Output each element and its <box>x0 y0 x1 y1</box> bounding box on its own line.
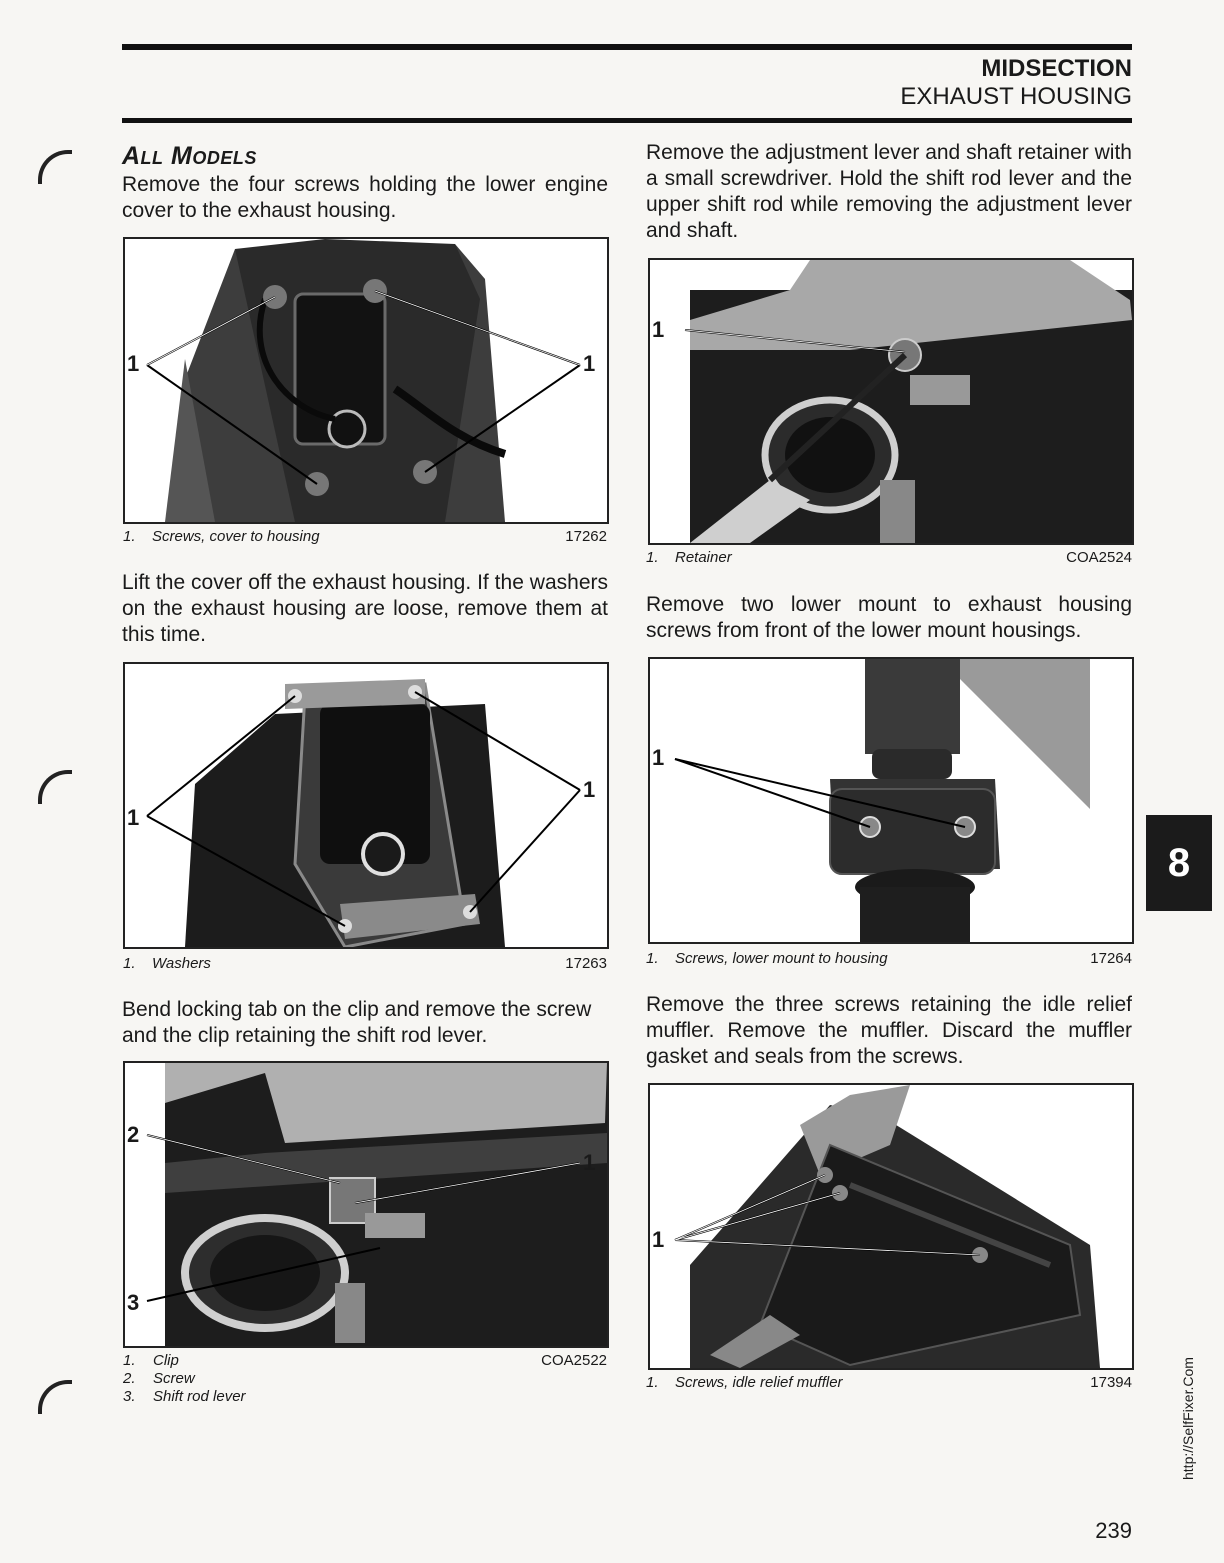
callout-label: 2 <box>127 1122 140 1147</box>
figure-illustration <box>125 239 607 522</box>
figure-caption: Screws, lower mount to housing <box>675 950 888 967</box>
figure-code: COA2524 <box>1066 549 1132 566</box>
figure-caption: Washers <box>152 955 211 972</box>
callout-label: 1 <box>583 1150 596 1175</box>
callout-label: 1 <box>652 745 665 770</box>
figure-clip-screw <box>123 1061 609 1348</box>
caption-item: 2.Screw <box>123 1370 195 1387</box>
figure-illustration <box>650 260 1132 543</box>
header-section: MIDSECTION <box>981 55 1132 82</box>
punch-hole-mark <box>38 150 72 184</box>
figure-lower-mount-screws <box>648 657 1134 944</box>
chapter-tab: 8 <box>1146 815 1212 911</box>
instruction-paragraph: Remove two lower mount to exhaust housin… <box>646 593 1132 642</box>
header-top-rule <box>122 44 1132 50</box>
section-title: All Models <box>122 142 257 170</box>
caption-number: 1. <box>646 1374 659 1391</box>
figure-washers <box>123 662 609 949</box>
callout-label: 1 <box>652 1227 665 1252</box>
figure-code: 17263 <box>565 955 607 972</box>
figure-illustration <box>650 659 1132 942</box>
figure-cover-screws <box>123 237 609 524</box>
figure-code: 17264 <box>1090 950 1132 967</box>
caption-item: 3.Shift rod lever <box>123 1388 246 1405</box>
caption-number: 1. <box>123 528 136 545</box>
caption-item: 1.Clip <box>123 1352 179 1369</box>
figure-code: COA2522 <box>541 1352 607 1369</box>
figure-illustration <box>650 1085 1132 1368</box>
callout-label: 1 <box>652 317 665 342</box>
figure-caption: Retainer <box>675 549 732 566</box>
header-subsection: EXHAUST HOUSING <box>900 83 1132 110</box>
callout-label: 1 <box>127 805 140 830</box>
callout-label: 3 <box>127 1290 140 1315</box>
header-bottom-rule <box>122 118 1132 123</box>
figure-code: 17394 <box>1090 1374 1132 1391</box>
side-url: http://SelfFixer.Com <box>1180 1357 1196 1480</box>
figure-illustration <box>125 664 607 947</box>
callout-label: 1 <box>583 351 596 376</box>
figure-idle-relief-muffler <box>648 1083 1134 1370</box>
punch-hole-mark <box>38 770 72 804</box>
caption-number: 1. <box>646 549 659 566</box>
punch-hole-mark <box>38 1380 72 1414</box>
page-number: 239 <box>1095 1518 1132 1543</box>
instruction-paragraph: Lift the cover off the exhaust housing. … <box>122 571 608 646</box>
instruction-paragraph: Remove the adjustment lever and shaft re… <box>646 141 1132 242</box>
figure-illustration <box>125 1063 607 1346</box>
instruction-paragraph: Bend locking tab on the clip and remove … <box>122 998 592 1047</box>
caption-list: 1.Clip 2.Screw 3.Shift rod lever <box>123 1352 246 1406</box>
caption-number: 1. <box>123 955 136 972</box>
callout-label: 1 <box>127 351 140 376</box>
caption-number: 1. <box>646 950 659 967</box>
figure-retainer <box>648 258 1134 545</box>
figure-code: 17262 <box>565 528 607 545</box>
figure-caption: Screws, idle relief muffler <box>675 1374 843 1391</box>
figure-caption: Screws, cover to housing <box>152 528 320 545</box>
instruction-paragraph: Remove the three screws retaining the id… <box>646 993 1132 1068</box>
callout-label: 1 <box>583 777 596 802</box>
instruction-paragraph: Remove the four screws holding the lower… <box>122 173 608 222</box>
